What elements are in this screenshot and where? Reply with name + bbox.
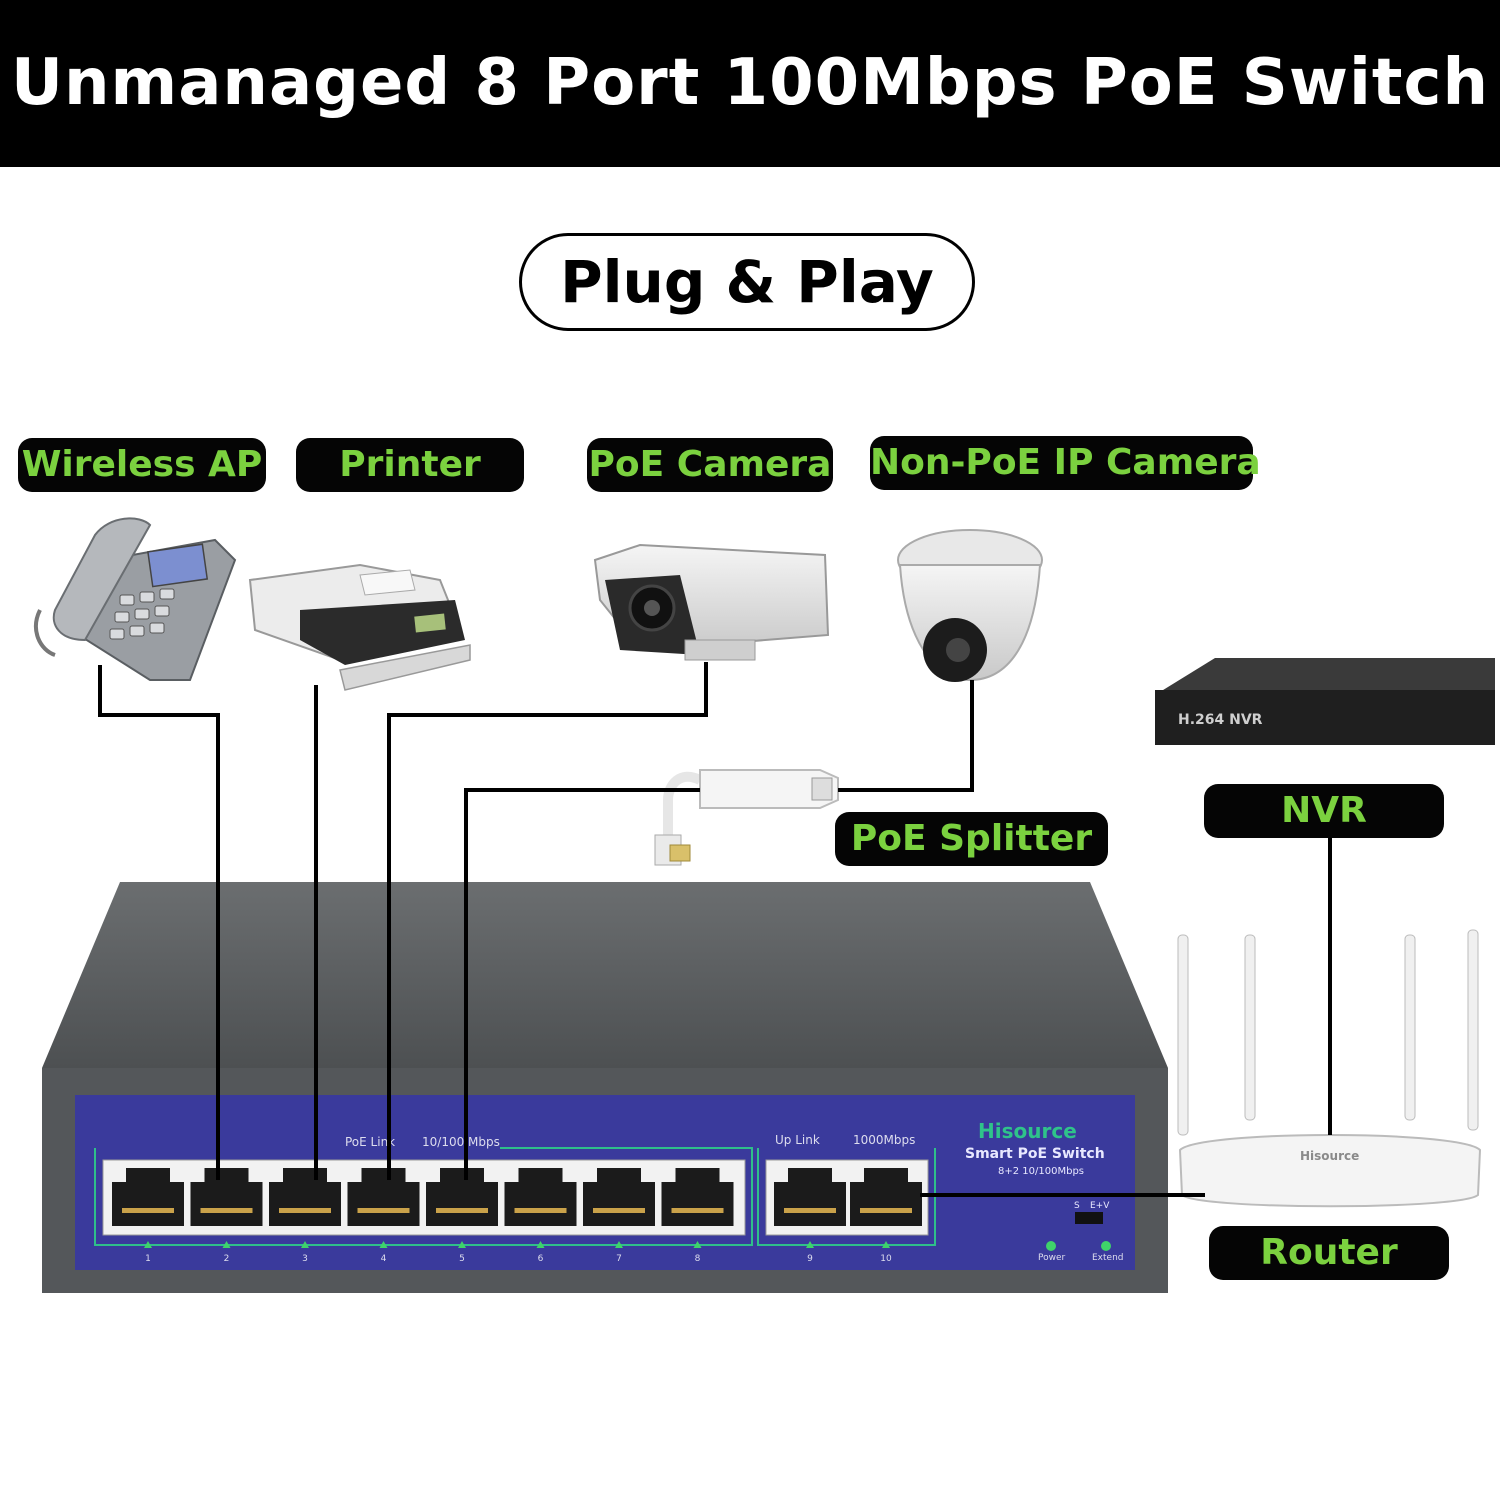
poe-port-8[interactable]: [661, 1168, 734, 1226]
rj45-pins: [122, 1208, 174, 1213]
poe-camera-icon: [593, 543, 830, 661]
port-group: [102, 1159, 929, 1236]
poe-port-3[interactable]: [269, 1168, 341, 1226]
cable-wireless-ap: [98, 665, 220, 1180]
power-led: [1046, 1241, 1056, 1251]
port-led-5: [458, 1241, 466, 1248]
rj45-pins: [357, 1208, 410, 1213]
poe-port-7[interactable]: [583, 1168, 655, 1226]
cable-non-poe-camera: [838, 680, 974, 792]
rj45-pins: [860, 1208, 912, 1213]
uplink-port-9[interactable]: [774, 1168, 846, 1226]
port-number-1: 1: [145, 1254, 151, 1264]
power-label: Power: [1038, 1253, 1066, 1263]
port-led-3: [301, 1241, 309, 1248]
router-icon: Hisource: [1177, 929, 1482, 1208]
port-number-8: 8: [695, 1254, 701, 1264]
switch-model: Smart PoE Switch: [965, 1146, 1105, 1162]
port-led-6: [536, 1241, 545, 1248]
port-number-4: 4: [381, 1254, 387, 1264]
mode-label-s: S: [1074, 1201, 1080, 1211]
nvr-device-text: H.264 NVR: [1178, 712, 1263, 728]
telephone-icon: [34, 517, 237, 681]
speed-text: 10/100 Mbps: [422, 1135, 500, 1149]
cable-poe-camera: [387, 662, 708, 1180]
label-router: Router: [1209, 1226, 1449, 1280]
port-number-2: 2: [224, 1254, 230, 1264]
connection-lines: [98, 662, 1332, 1197]
rj45-pins: [436, 1208, 488, 1213]
port-led-1: [144, 1241, 152, 1248]
port-number-6: 6: [538, 1254, 544, 1264]
rj45-pins: [593, 1208, 645, 1213]
port-number-5: 5: [459, 1254, 465, 1264]
label-wireless-ap: Wireless AP: [18, 438, 266, 492]
port-number-3: 3: [302, 1254, 308, 1264]
port-led-4: [379, 1241, 388, 1248]
extend-label: Extend: [1092, 1253, 1124, 1263]
title-bar: [0, 0, 1500, 167]
poe-switch: 1 2 3 4 5 6 7 8 9 10 PoE Link 10/100 Mbps Up Link…: [42, 882, 1168, 1293]
uplink-text: Up Link: [775, 1133, 820, 1147]
mode-label-ev: E+V: [1090, 1201, 1110, 1211]
plug-and-play-badge: Plug & Play: [519, 233, 975, 331]
port-led-group: 1 2 3 4 5 6 7 8 9 10: [144, 1241, 892, 1264]
mode-switch[interactable]: [1075, 1212, 1103, 1224]
port-number-7: 7: [616, 1254, 622, 1264]
rj45-pins: [671, 1208, 724, 1213]
uplink-speed-text: 1000Mbps: [853, 1133, 915, 1147]
rj45-pins: [784, 1208, 836, 1213]
poe-port-1[interactable]: [112, 1168, 184, 1226]
port-led-7: [615, 1241, 623, 1248]
port-led-2: [222, 1241, 231, 1248]
port-led-8: [693, 1241, 702, 1248]
label-poe-splitter: PoE Splitter: [835, 812, 1108, 866]
nvr-icon: H.264 NVR: [1155, 658, 1495, 745]
poe-port-2[interactable]: [190, 1168, 263, 1226]
poe-port-5[interactable]: [426, 1168, 498, 1226]
poe-link-text: PoE Link: [345, 1135, 395, 1149]
rj45-pins: [514, 1208, 567, 1213]
label-non-poe-ip-camera: Non-PoE IP Camera: [870, 436, 1261, 490]
router-brand-text: Hisource: [1300, 1149, 1359, 1163]
printer-icon: [248, 563, 471, 691]
non-poe-ip-camera-icon: [897, 529, 1043, 682]
uplink-port-10[interactable]: [850, 1168, 922, 1226]
poe-splitter-icon: [654, 769, 839, 866]
switch-spec: 8+2 10/100Mbps: [998, 1166, 1084, 1177]
page-title: Unmanaged 8 Port 100Mbps PoE Switch: [11, 46, 1489, 120]
poe-port-6[interactable]: [504, 1168, 577, 1226]
rj45-pins: [200, 1208, 253, 1213]
label-poe-camera: PoE Camera: [587, 438, 833, 492]
port-number-9: 9: [807, 1254, 813, 1264]
extend-led: [1101, 1241, 1111, 1251]
switch-brand: Hisource: [978, 1119, 1077, 1143]
poe-port-4[interactable]: [347, 1168, 420, 1226]
port-led-10: [882, 1241, 890, 1248]
label-nvr: NVR: [1204, 784, 1444, 838]
cable-splitter: [464, 788, 700, 1180]
port-number-10: 10: [880, 1254, 892, 1264]
rj45-pins: [279, 1208, 331, 1213]
port-led-9: [806, 1241, 814, 1248]
label-printer: Printer: [296, 438, 524, 492]
